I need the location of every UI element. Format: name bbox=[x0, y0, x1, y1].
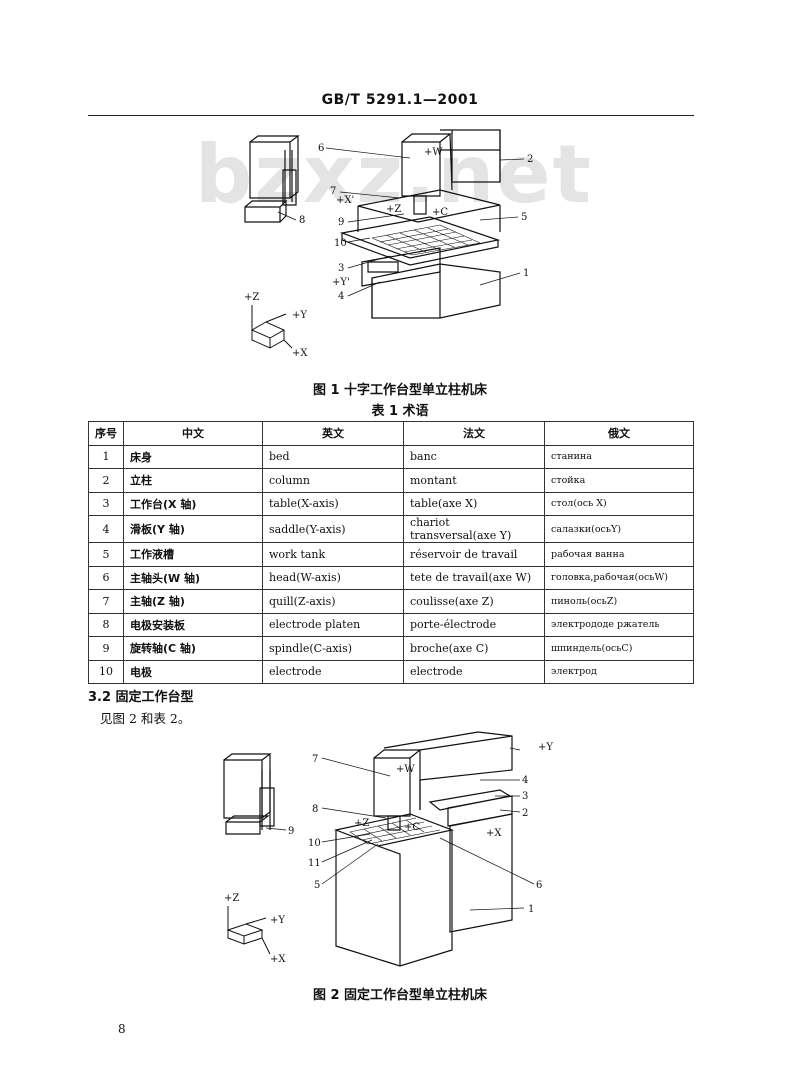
fig1-callout-10: 10 bbox=[334, 238, 347, 249]
table-header-row: 序号 中文 英文 法文 俄文 bbox=[88, 421, 694, 446]
fig2-callout-3: 3 bbox=[522, 791, 528, 802]
fig2-axis-z: +Z bbox=[354, 818, 369, 829]
fig2-triad-z: +Z bbox=[224, 893, 239, 904]
header-french: 法文 bbox=[403, 421, 545, 446]
fig2-callout-5: 5 bbox=[314, 880, 320, 891]
fig1-callout-4: 4 bbox=[338, 291, 344, 302]
figure-1-drawing: 6 2 7 9 5 10 3 4 1 8 +W +X' +Z +C +Y' +Z… bbox=[244, 129, 533, 359]
fig1-callout-7: 7 bbox=[330, 186, 336, 197]
fig2-callout-11: 11 bbox=[308, 858, 321, 869]
page-number: 8 bbox=[118, 1022, 126, 1036]
section-heading: 3.2 固定工作台型 bbox=[88, 690, 194, 705]
figure-1-caption: 图 1 十字工作台型单立柱机床 bbox=[312, 383, 488, 398]
figure-2-drawing: 7 4 3 2 8 10 11 5 6 9 1 +W +Y +Z +C +X +… bbox=[223, 731, 553, 967]
fig1-callout-5: 5 bbox=[521, 212, 527, 223]
fig2-callout-8: 8 bbox=[312, 804, 318, 815]
fig2-callout-10: 10 bbox=[308, 838, 321, 849]
fig2-callout-9: 9 bbox=[288, 826, 294, 837]
fig2-callout-6: 6 bbox=[536, 880, 542, 891]
fig2-triad-x: +X bbox=[270, 954, 286, 965]
watermark: bzxz.net bbox=[195, 128, 593, 221]
fig1-axis-z: +Z bbox=[386, 204, 401, 215]
fig2-axis-w: +W bbox=[396, 764, 415, 775]
header-no: 序号 bbox=[88, 421, 124, 446]
fig1-triad-z: +Z bbox=[244, 292, 259, 303]
fig1-callout-6: 6 bbox=[318, 143, 324, 154]
fig2-triad-y: +Y bbox=[270, 915, 285, 926]
fig1-axis-y-prime: +Y' bbox=[332, 277, 350, 288]
fig1-axis-w: +W bbox=[424, 147, 443, 158]
figure-2-caption: 图 2 固定工作台型单立柱机床 bbox=[312, 988, 488, 1003]
figure-1: 6 2 7 9 5 10 3 4 1 8 +W +X' +Z +C +Y' +Z… bbox=[0, 0, 800, 400]
fig2-callout-4: 4 bbox=[522, 775, 528, 786]
document-code: GB/T 5291.1—2001 bbox=[321, 92, 479, 108]
fig1-callout-3: 3 bbox=[338, 263, 344, 274]
fig1-callout-8: 8 bbox=[299, 215, 305, 226]
fig1-callout-1: 1 bbox=[523, 268, 529, 279]
header-chinese: 中文 bbox=[123, 421, 263, 446]
fig1-triad-x: +X bbox=[292, 348, 308, 359]
fig1-callout-9: 9 bbox=[338, 217, 344, 228]
fig1-triad-y: +Y bbox=[292, 310, 307, 321]
fig2-axis-c: +C bbox=[404, 822, 420, 833]
section-body: 见图 2 和表 2。 bbox=[100, 711, 191, 726]
fig2-axis-y: +Y bbox=[538, 742, 553, 753]
fig2-callout-1: 1 bbox=[528, 904, 534, 915]
header-english: 英文 bbox=[262, 421, 404, 446]
figure-2: 7 4 3 2 8 10 11 5 6 9 1 +W +Y +Z +C +X +… bbox=[0, 730, 800, 990]
fig1-axis-c: +C bbox=[432, 207, 448, 218]
fig1-callout-2: 2 bbox=[527, 154, 533, 165]
header-russian: 俄文 bbox=[544, 421, 694, 446]
header-rule bbox=[88, 115, 694, 116]
fig2-axis-x: +X bbox=[486, 828, 502, 839]
table-1-title: 表 1 术语 bbox=[371, 404, 429, 419]
fig2-callout-2: 2 bbox=[522, 808, 528, 819]
fig2-callout-7: 7 bbox=[312, 754, 318, 765]
fig1-axis-x-prime: +X' bbox=[336, 195, 354, 206]
